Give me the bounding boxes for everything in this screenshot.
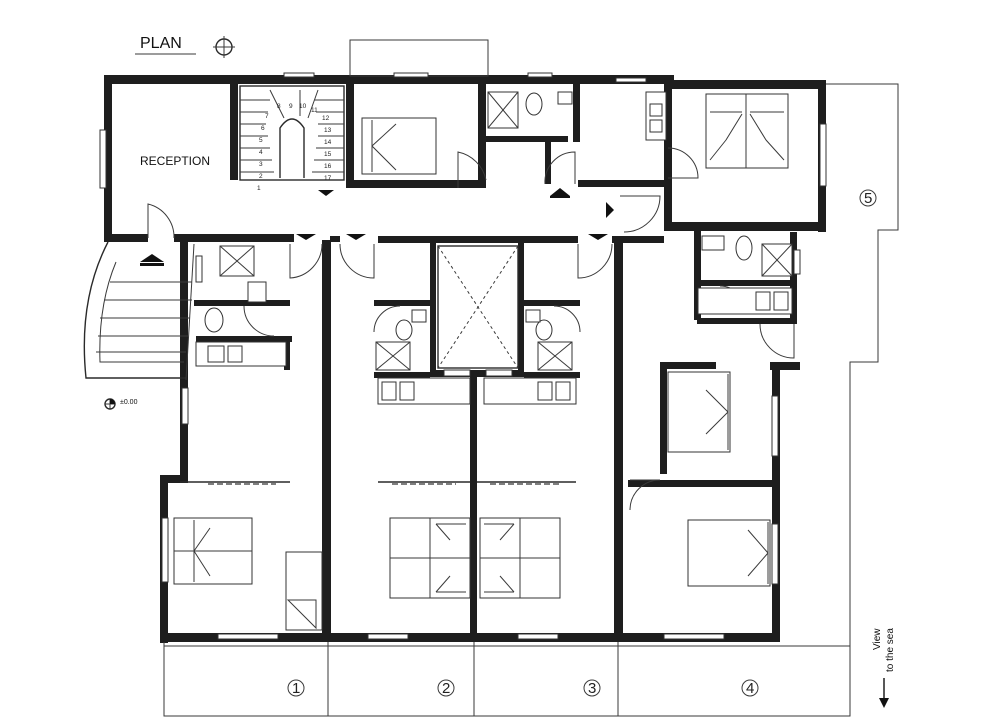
kitchenettes [195,91,793,405]
stair-step-5: 5 [259,137,263,144]
windows [161,72,827,640]
direction-arrow-icon [879,678,889,708]
terraces [163,39,899,717]
stair-step-15: 15 [324,151,332,158]
bed-unit-4-lower [687,519,771,587]
stair-step-6: 6 [261,125,265,132]
stair-step-13: 13 [324,127,332,134]
reception-label: RECEPTION [140,154,210,168]
level-marker-label: ±0.00 [120,399,138,406]
bed-top-room [361,117,437,175]
view-note-line1: View [872,628,883,650]
reception-window [99,129,107,189]
entrance-steps [83,241,195,381]
stair-step-1: 1 [257,185,261,192]
stair-step-9: 9 [289,103,293,110]
light-well [437,245,519,369]
door-swings [243,147,795,511]
unit-number-4: 4 [741,679,759,697]
bed-unit-1 [173,517,253,585]
stair-step-7: 7 [265,113,269,120]
north-arrow-icon [213,36,235,58]
stair-step-12: 12 [322,115,330,122]
stair-step-4: 4 [259,149,263,156]
stair-step-3: 3 [259,161,263,168]
reception-door [147,203,175,239]
unit-number-3: 3 [583,679,601,697]
entrance-arrow-icon [140,254,164,266]
wardrobe-unit-1 [285,551,323,631]
stair-step-10: 10 [299,103,307,110]
bed-room-5 [705,93,789,169]
bathroom-fixtures [204,91,793,371]
stair-step-8: 8 [277,103,281,110]
stair-step-16: 16 [324,163,332,170]
corridor-arrows [296,188,614,240]
unit-number-1-text: 1 [292,680,300,697]
plan-title: PLAN [140,35,182,52]
level-marker-icon [104,398,116,410]
unit-number-2: 2 [437,679,455,697]
bed-unit-2 [389,517,471,599]
stair-step-2: 2 [259,173,263,180]
unit-number-5: 5 [859,189,877,207]
stair-step-17: 17 [324,175,332,182]
unit-number-5-text: 5 [864,190,872,207]
bed-unit-3 [479,517,561,599]
view-note-line2: to the sea [885,628,896,672]
interior-walls [194,80,797,636]
bed-unit-4-upper [667,371,731,453]
main-staircase: 1 2 3 4 5 6 7 8 9 10 11 12 13 14 15 16 1… [239,85,345,192]
stair-step-11: 11 [311,107,318,114]
sliding-partitions [180,481,576,485]
unit-number-1: 1 [287,679,305,697]
stair-step-14: 14 [324,139,332,146]
unit-number-2-text: 2 [442,680,450,697]
unit-number-4-text: 4 [746,680,754,697]
unit-number-3-text: 3 [588,680,596,697]
